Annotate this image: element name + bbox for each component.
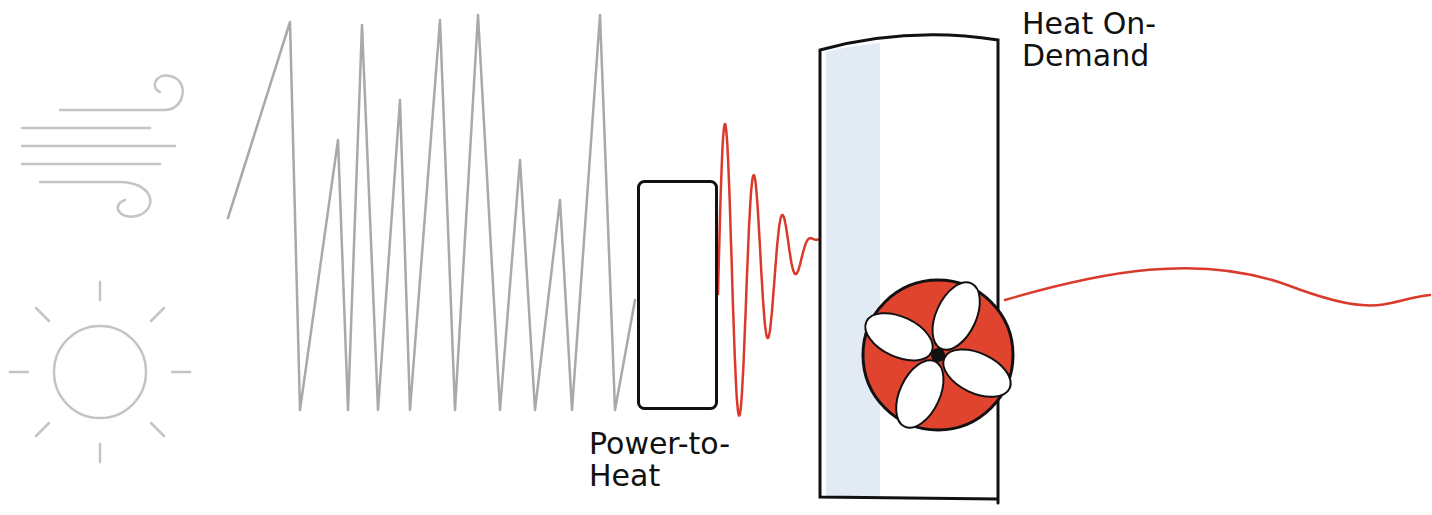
wind-symbol <box>22 76 183 217</box>
wind-curl <box>60 76 183 110</box>
heat-output-line <box>1005 268 1430 305</box>
sun-symbol <box>10 282 190 462</box>
wind-line <box>22 145 175 148</box>
fan-blades <box>858 275 1018 435</box>
wind-line <box>22 127 150 130</box>
fan-blade <box>886 353 953 435</box>
wind-line <box>22 163 160 166</box>
box-border <box>639 182 717 409</box>
sun-rays <box>10 282 190 462</box>
fan-blade <box>923 275 990 357</box>
heat-storage-tank: Heat On-Demand <box>818 30 1000 505</box>
sun-disc <box>54 326 146 418</box>
wind-curl <box>40 182 150 217</box>
tank-label: Heat On-Demand <box>1022 8 1207 73</box>
box-outline <box>637 180 718 410</box>
water-shade <box>826 43 880 497</box>
fan-hub <box>931 348 945 362</box>
unit-label: Power-to- Heat <box>589 428 735 493</box>
heat-wave-connector <box>718 124 819 416</box>
fan-blade <box>936 340 1018 407</box>
fan-blade <box>858 303 940 370</box>
tank-border <box>820 35 998 503</box>
tank-outline <box>818 30 1000 505</box>
fluctuating-power-wave <box>228 15 635 410</box>
power-to-heat-unit: Power-to- Heat <box>637 180 718 410</box>
fan-ring <box>863 280 1013 430</box>
